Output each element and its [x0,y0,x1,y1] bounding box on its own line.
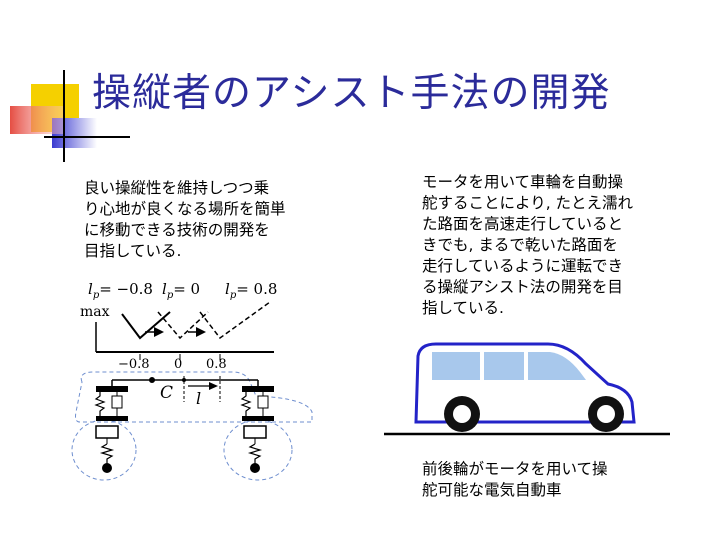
tick-zero: 0 [174,357,182,372]
vehicle-model-diagram: lp= −0.8 lp= 0 lp= 0.8 max −0.8 0 0.8 C … [71,280,313,481]
front-suspension [94,380,128,473]
c-label: C [160,383,173,403]
arrow-1 [154,327,164,337]
rear-suspension [240,380,274,473]
car-caption: 前後輪がモータを用いて操 舵可能な電気自動車 [422,460,608,499]
car-window-mid [484,352,524,380]
l-arrow [209,382,218,390]
tick-pos: 0.8 [206,357,227,372]
car-window-front [432,352,480,380]
tick-neg: −0.8 [118,357,150,372]
slide-title: 操縦者のアシスト手法の開発 [92,71,611,116]
left-description: 良い操縦性を維持しつつ乗 り心地が良くなる場所を簡単 に移動できる技術の開発を … [84,179,286,260]
lp-label-pos: lp= 0.8 [225,280,277,301]
right-description: モータを用いて車輪を自動操 舵することにより, たとえ濡れ た路面を高速走行して… [422,173,634,317]
y-axis-label: max [80,304,110,320]
curve-lp-zero [157,311,209,340]
rear-tire-contact [250,463,260,473]
curve-lp-pos [199,301,271,340]
lp-label-zero: lp= 0 [162,280,200,301]
front-tire-contact [102,463,112,473]
curve-lp-neg [121,311,171,340]
electric-car-illustration [384,342,670,436]
car-body-outline [75,371,313,423]
car-window-rear [528,352,586,380]
lp-label-neg: lp= −0.8 [88,280,153,301]
decorative-corner-graphic [10,70,130,162]
center-of-gravity [149,377,155,383]
l-label: l [196,389,201,408]
arrow-2 [196,327,206,337]
front-wheel-outline [71,419,137,481]
